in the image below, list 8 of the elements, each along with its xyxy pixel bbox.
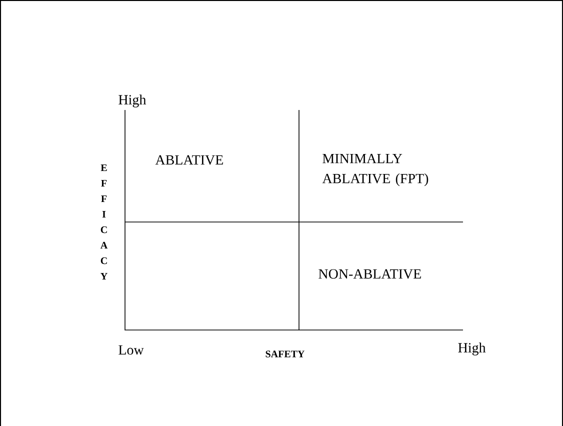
quadrant-label: NON-ABLATIVE <box>318 269 421 279</box>
axis-label: High <box>458 342 486 356</box>
axis-label: High <box>118 94 146 108</box>
axis-title: SAFETY <box>266 350 305 358</box>
quadrant-label: MINIMALLY ABLATIVE (FPT) <box>322 154 428 186</box>
quadrant-label: ABLATIVE <box>155 155 223 165</box>
axis-label: Low <box>118 345 144 355</box>
axis-title: EFFICACY <box>100 164 108 280</box>
